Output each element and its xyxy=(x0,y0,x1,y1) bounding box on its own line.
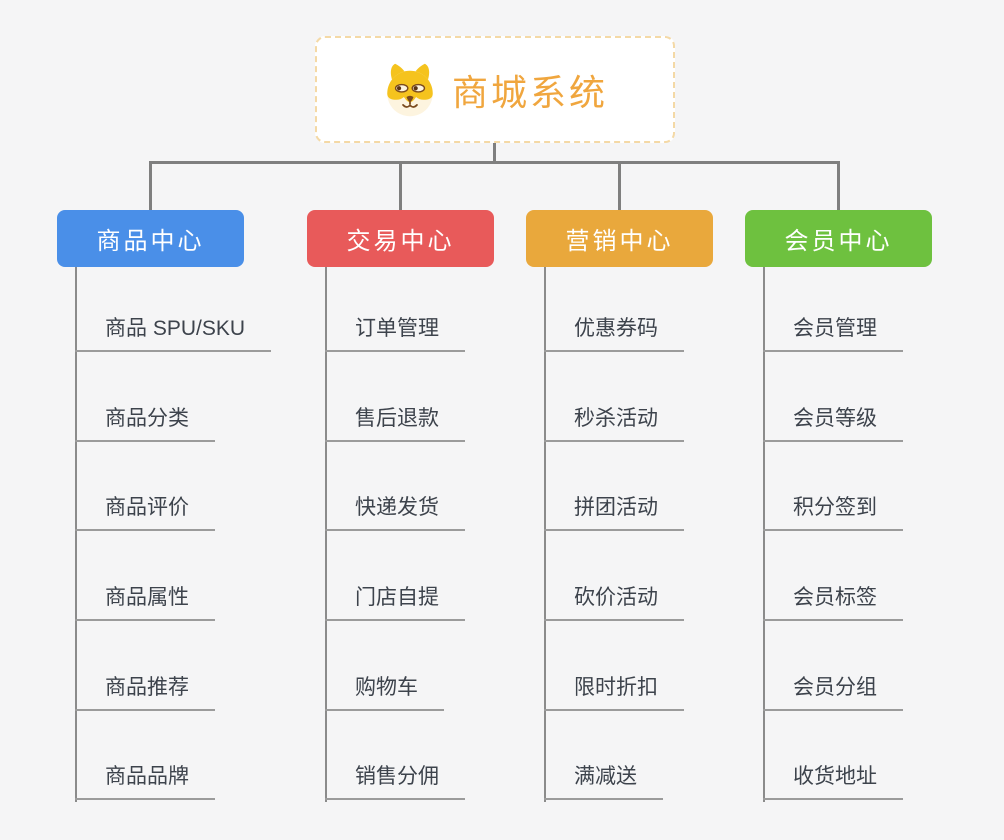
leaf-node[interactable]: 商品推荐 xyxy=(75,674,215,711)
leaf-node[interactable]: 会员标签 xyxy=(763,584,903,621)
leaf-node[interactable]: 限时折扣 xyxy=(544,674,684,711)
connector-drop-1 xyxy=(149,163,152,210)
leaf-node[interactable]: 门店自提 xyxy=(325,584,465,621)
leaf-node[interactable]: 购物车 xyxy=(325,674,444,711)
leaf-node[interactable]: 订单管理 xyxy=(325,315,465,352)
connector-drop-4 xyxy=(837,163,840,210)
leaf-node[interactable]: 商品 SPU/SKU xyxy=(75,315,272,352)
branch-marketing-center: 营销中心 优惠券码 秒杀活动 拼团活动 砍价活动 限时折扣 满减送 xyxy=(526,210,776,802)
leaf-node[interactable]: 商品品牌 xyxy=(75,763,215,800)
branch-header-trade-center[interactable]: 交易中心 xyxy=(307,210,494,267)
leaf-node[interactable]: 优惠券码 xyxy=(544,315,684,352)
branch-header-marketing-center[interactable]: 营销中心 xyxy=(526,210,713,267)
leaf-node[interactable]: 收货地址 xyxy=(763,763,903,800)
connector-drop-2 xyxy=(399,163,402,210)
branch-product-center: 商品中心 商品 SPU/SKU 商品分类 商品评价 商品属性 商品推荐 商品品牌 xyxy=(57,210,307,802)
leaf-node[interactable]: 售后退款 xyxy=(325,405,465,442)
leaf-node[interactable]: 积分签到 xyxy=(763,494,903,531)
leaf-node[interactable]: 快递发货 xyxy=(325,494,465,531)
leaf-node[interactable]: 会员等级 xyxy=(763,405,903,442)
branch-trunk-line xyxy=(325,267,327,802)
branch-member-center: 会员中心 会员管理 会员等级 积分签到 会员标签 会员分组 收货地址 xyxy=(745,210,995,802)
leaf-node[interactable]: 商品分类 xyxy=(75,405,215,442)
dog-face-icon xyxy=(387,63,433,116)
leaf-node[interactable]: 商品评价 xyxy=(75,494,215,531)
leaf-node[interactable]: 会员管理 xyxy=(763,315,903,352)
leaf-node[interactable]: 秒杀活动 xyxy=(544,405,684,442)
leaf-node[interactable]: 会员分组 xyxy=(763,674,903,711)
branch-trade-center: 交易中心 订单管理 售后退款 快递发货 门店自提 购物车 销售分佣 xyxy=(307,210,557,802)
leaf-node[interactable]: 商品属性 xyxy=(75,584,215,621)
leaf-node[interactable]: 砍价活动 xyxy=(544,584,684,621)
leaf-node[interactable]: 满减送 xyxy=(544,763,663,800)
leaf-node[interactable]: 拼团活动 xyxy=(544,494,684,531)
connector-bus xyxy=(149,161,840,164)
root-node-mall-system[interactable]: 商城系统 xyxy=(315,36,675,143)
connector-root-stem xyxy=(493,143,496,163)
leaf-node[interactable]: 销售分佣 xyxy=(325,763,465,800)
branch-trunk-line xyxy=(763,267,765,802)
branch-trunk-line xyxy=(544,267,546,802)
connector-drop-3 xyxy=(618,163,621,210)
branch-header-product-center[interactable]: 商品中心 xyxy=(57,210,244,267)
branch-header-member-center[interactable]: 会员中心 xyxy=(745,210,932,267)
root-node-title: 商城系统 xyxy=(451,71,608,113)
branch-trunk-line xyxy=(75,267,77,802)
